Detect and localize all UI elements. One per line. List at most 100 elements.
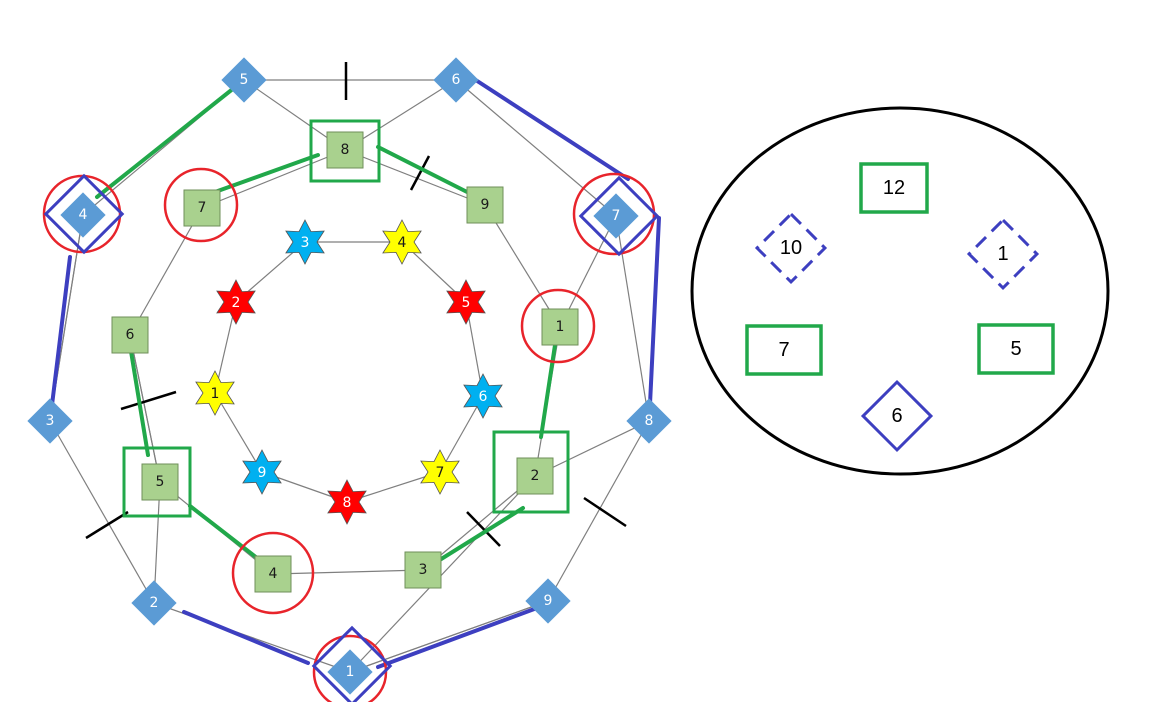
green-path-edge bbox=[539, 343, 557, 439]
red-circle-highlight bbox=[520, 288, 596, 364]
middle-node-4: 4 bbox=[254, 555, 292, 593]
star-shape bbox=[382, 219, 422, 265]
tick-mark bbox=[466, 511, 501, 547]
blue-diamond-highlight bbox=[311, 625, 393, 702]
middle-node-label: 1 bbox=[556, 319, 565, 335]
blue-path-edge bbox=[50, 255, 72, 407]
square-shape bbox=[516, 457, 554, 495]
green-square-highlight bbox=[309, 119, 381, 183]
middle-node-label: 7 bbox=[198, 200, 207, 216]
legend-item-label: 12 bbox=[883, 177, 905, 199]
spoke-edge bbox=[349, 600, 549, 673]
outer-node-label: 4 bbox=[79, 207, 88, 223]
inner-node-5: 5 bbox=[446, 279, 486, 325]
outer-node-7: 7 bbox=[593, 193, 639, 239]
outer-node-5: 5 bbox=[221, 57, 267, 103]
red-circle-highlight bbox=[231, 531, 315, 615]
green-square-marker bbox=[977, 323, 1055, 375]
legend-item-7: 7 bbox=[745, 324, 823, 376]
legend-item-label: 6 bbox=[891, 405, 902, 427]
spoke-edge bbox=[534, 420, 650, 477]
outer-edge bbox=[615, 215, 650, 422]
blue-diamond-marker bbox=[860, 379, 934, 453]
inner-edge bbox=[439, 395, 484, 473]
middle-edge bbox=[129, 207, 203, 336]
inner-node-label: 2 bbox=[232, 295, 241, 311]
middle-edge bbox=[272, 569, 424, 575]
tick-mark bbox=[583, 496, 627, 528]
legend-item-label: 1 bbox=[997, 243, 1008, 265]
middle-node-7: 7 bbox=[183, 189, 221, 227]
inner-node-7: 7 bbox=[420, 449, 460, 495]
middle-node-9: 9 bbox=[466, 186, 504, 224]
inner-node-1: 1 bbox=[195, 370, 235, 416]
inner-node-label: 5 bbox=[462, 295, 471, 311]
outer-node-9: 9 bbox=[525, 578, 571, 624]
green-path-edge bbox=[428, 506, 525, 568]
middle-node-8: 8 bbox=[326, 131, 364, 169]
green-path-edge bbox=[95, 78, 246, 199]
blue-diamond-highlights bbox=[43, 173, 660, 702]
middle-node-label: 4 bbox=[269, 566, 278, 582]
outer-node-2: 2 bbox=[131, 580, 177, 626]
outer-node-label: 6 bbox=[452, 72, 461, 88]
legend-item-6: 6 bbox=[860, 379, 934, 453]
outer-edge bbox=[547, 420, 650, 602]
legend-item-label: 5 bbox=[1010, 338, 1021, 360]
middle-node-3: 3 bbox=[404, 551, 442, 589]
legend-item-10: 10 bbox=[754, 211, 828, 285]
blue-path-edge bbox=[182, 610, 310, 665]
inner-node-3: 3 bbox=[285, 219, 325, 265]
inner-edge bbox=[214, 392, 263, 473]
square-shape bbox=[404, 551, 442, 589]
tick-mark bbox=[409, 155, 431, 191]
middle-edge bbox=[129, 334, 161, 483]
inner-node-6: 6 bbox=[463, 373, 503, 419]
outer-node-6: 6 bbox=[433, 57, 479, 103]
outer-node-label: 7 bbox=[612, 208, 621, 224]
spoke-edge bbox=[349, 475, 536, 673]
middle-node-label: 2 bbox=[531, 468, 540, 484]
star-shape bbox=[216, 279, 256, 325]
blue-diamond-marker bbox=[754, 211, 828, 285]
star-shape bbox=[420, 449, 460, 495]
middle-node-6: 6 bbox=[111, 316, 149, 354]
outer-node-label: 1 bbox=[346, 664, 355, 680]
middle-edge bbox=[484, 204, 561, 328]
green-square-highlight bbox=[122, 446, 192, 518]
blue-diamond-marker bbox=[966, 217, 1040, 291]
inner-node-9: 9 bbox=[242, 449, 282, 495]
inner-node-label: 7 bbox=[436, 465, 445, 481]
middle-edge bbox=[344, 149, 486, 206]
green-square-highlights bbox=[122, 119, 570, 518]
red-circle-highlight bbox=[163, 167, 239, 243]
middle-node-1: 1 bbox=[541, 308, 579, 346]
star-shape bbox=[327, 479, 367, 525]
star-shape bbox=[446, 279, 486, 325]
green-square-marker bbox=[745, 324, 823, 376]
square-shape bbox=[541, 308, 579, 346]
diamond-shape bbox=[60, 192, 106, 238]
square-shape bbox=[466, 186, 504, 224]
diamond-shape bbox=[221, 57, 267, 103]
outer-node-8: 8 bbox=[626, 398, 672, 444]
red-highlights bbox=[42, 167, 656, 702]
tick-marks bbox=[85, 62, 627, 547]
middle-node-label: 9 bbox=[481, 197, 490, 213]
legend-item-12: 12 bbox=[859, 162, 929, 214]
middle-node-label: 5 bbox=[156, 474, 165, 490]
middle-node-label: 6 bbox=[126, 327, 135, 343]
green-path-edge bbox=[376, 145, 477, 198]
outer-node-label: 9 bbox=[544, 593, 553, 609]
star-shape bbox=[242, 449, 282, 495]
star-shape bbox=[463, 373, 503, 419]
inner-node-label: 3 bbox=[301, 235, 310, 251]
outer-node-3: 3 bbox=[27, 398, 73, 444]
legend: 12 10 1 7 5 6 bbox=[690, 106, 1110, 476]
legend-item-5: 5 bbox=[977, 323, 1055, 375]
outer-edge bbox=[49, 420, 155, 604]
outer-edge bbox=[455, 79, 617, 217]
star-shape bbox=[285, 219, 325, 265]
square-shape bbox=[111, 316, 149, 354]
blue-diamond-highlight bbox=[43, 173, 125, 255]
